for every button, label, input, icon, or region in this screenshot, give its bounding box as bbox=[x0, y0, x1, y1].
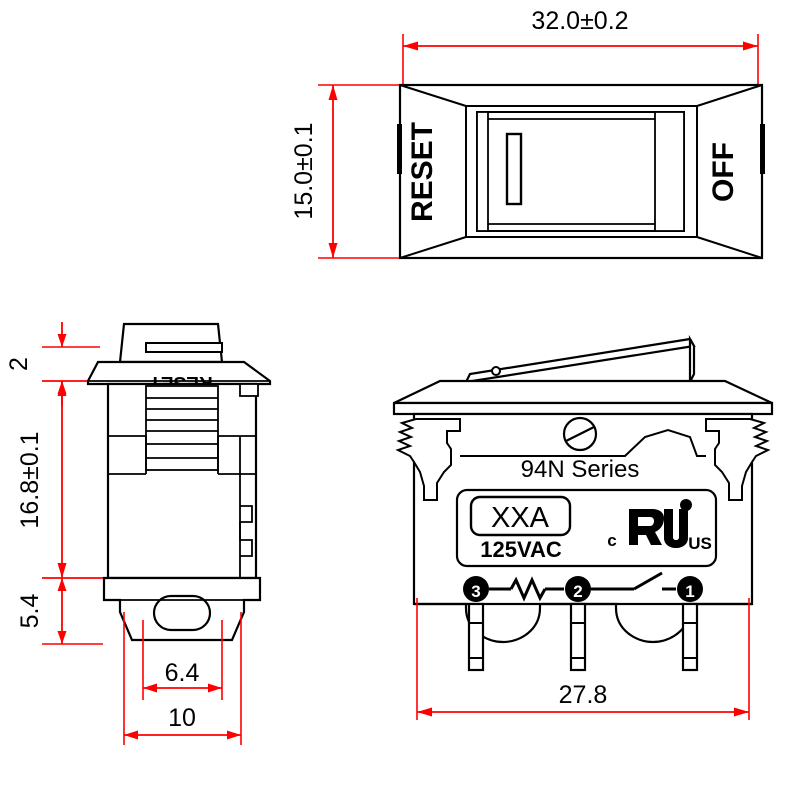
front-rocker-pivot-dot bbox=[491, 366, 501, 376]
terminal-pin-3 bbox=[467, 602, 485, 672]
front-current-rating: XXA bbox=[491, 502, 550, 534]
side-latch-detail bbox=[239, 505, 253, 557]
terminal-number-3: 3 bbox=[471, 582, 480, 601]
culus-mark: c US bbox=[607, 499, 712, 553]
terminal-pin-2 bbox=[569, 602, 587, 672]
culus-prefix: c bbox=[607, 531, 616, 550]
dim-side-outer-width: 10 bbox=[123, 612, 242, 745]
front-bezel-edge bbox=[392, 401, 774, 416]
top-view-group: 32.0±0.2 15.0±0.1 bbox=[290, 7, 765, 260]
dim-top-height-label: 15.0±0.1 bbox=[290, 122, 318, 219]
side-clip-notch-top bbox=[239, 383, 259, 397]
dim-top-width-label: 32.0±0.2 bbox=[531, 7, 628, 35]
dim-top-height: 15.0±0.1 bbox=[290, 84, 410, 259]
front-upper-contour bbox=[460, 428, 706, 457]
dim-side-bezel-label: 2 bbox=[5, 357, 33, 371]
front-bezel-plate bbox=[393, 379, 773, 405]
legend-off: OFF bbox=[707, 142, 740, 202]
culus-reg-circle bbox=[680, 499, 692, 511]
culus-suffix: US bbox=[688, 534, 712, 553]
dim-front-span-label: 27.8 bbox=[559, 681, 608, 709]
front-series-label: 94N Series bbox=[521, 456, 640, 483]
dim-front-terminal-span: 27.8 bbox=[416, 598, 750, 720]
terminal-pin-1 bbox=[681, 602, 699, 672]
front-mount-clip-left bbox=[395, 418, 461, 501]
front-rocker-actuator[interactable] bbox=[464, 337, 696, 384]
dim-side-inner-label: 6.4 bbox=[165, 659, 200, 687]
rocker-indicator-window bbox=[505, 132, 523, 206]
dim-side-terminal-height: 5.4 bbox=[16, 577, 103, 645]
rocker-right-hinge bbox=[654, 111, 685, 232]
side-base-hole bbox=[152, 594, 212, 632]
dim-side-terminal-label: 5.4 bbox=[16, 594, 44, 629]
culus-r-glyph bbox=[664, 509, 688, 548]
dim-side-bezel-thickness: 2 bbox=[5, 322, 100, 406]
dim-side-body-height: 16.8±0.1 bbox=[16, 380, 103, 579]
side-ribbed-column bbox=[145, 385, 219, 471]
front-screw-slot bbox=[565, 426, 595, 442]
terminal-marker-1 bbox=[677, 576, 703, 602]
terminal-marker-2 bbox=[565, 576, 591, 602]
rocker-left-spine bbox=[476, 111, 489, 232]
panel-tab-left bbox=[397, 124, 402, 174]
front-rocker-end-face bbox=[688, 334, 696, 383]
terminal-marker-3 bbox=[463, 576, 489, 602]
front-view-group: 94N Series XXA 125VAC c US 3 2 bbox=[392, 334, 774, 720]
front-voltage-rating: 125VAC bbox=[480, 537, 562, 562]
dim-side-outer-label: 10 bbox=[168, 704, 196, 732]
panel-tab-right bbox=[760, 124, 765, 174]
front-schematic: 3 2 1 bbox=[463, 571, 703, 602]
front-mount-clip-right bbox=[705, 418, 771, 501]
terminal-pins bbox=[467, 602, 699, 672]
schematic-switch-blade bbox=[633, 571, 663, 591]
legend-reset: RESET bbox=[406, 122, 439, 222]
side-actuator-slot bbox=[145, 342, 223, 353]
front-current-box bbox=[469, 495, 572, 537]
culus-ur-glyph bbox=[629, 509, 664, 545]
side-view-group: 2 16.8±0.1 5.4 RESET bbox=[5, 322, 272, 745]
terminal-number-1: 1 bbox=[685, 582, 694, 601]
dim-side-inner-width: 6.4 bbox=[142, 620, 223, 700]
terminal-number-2: 2 bbox=[573, 582, 582, 601]
dim-top-width: 32.0±0.2 bbox=[402, 7, 759, 96]
schematic-resistor bbox=[509, 576, 547, 602]
dim-side-body-label: 16.8±0.1 bbox=[16, 431, 44, 528]
